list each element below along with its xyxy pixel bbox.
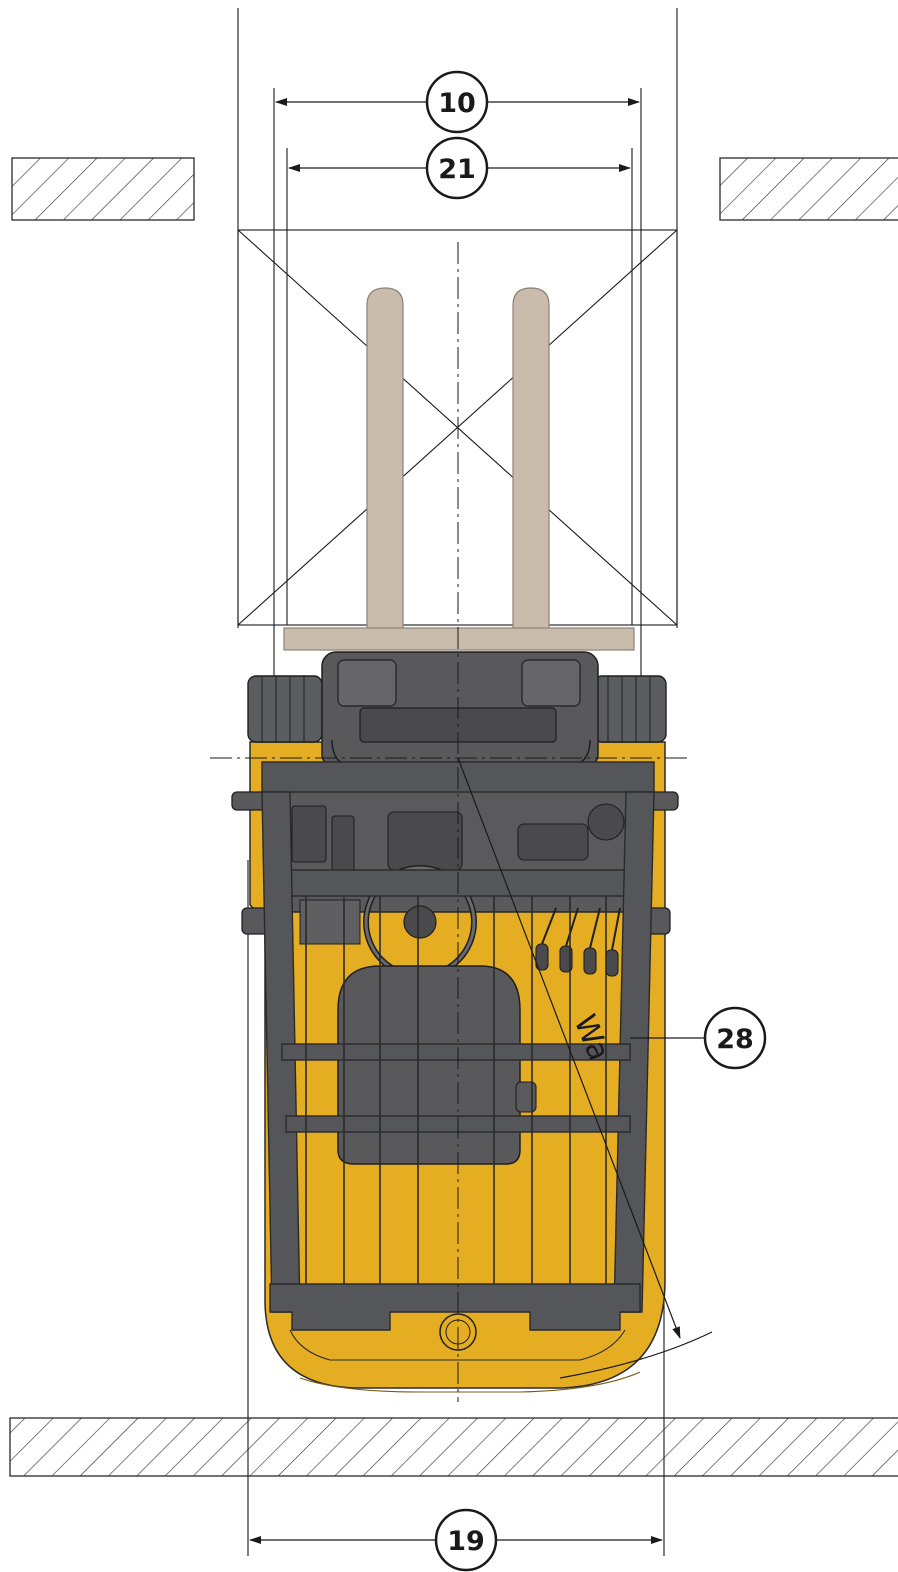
callout-28-text: 28 [716,1024,754,1055]
rack-left-top [11,157,195,221]
fork-right [512,287,550,631]
operator-seat [337,965,537,1165]
turning-radius-line [457,757,713,1379]
centerlines [210,242,690,1402]
front-wheel-left [247,675,323,743]
steering-wheel [363,865,477,979]
aisle-wall-bottom [9,1417,898,1477]
dimension-19: 19 [249,1508,663,1572]
dimension-21: 21 [288,136,631,200]
rack-right-top [719,157,898,221]
extension-lines [237,8,678,1556]
callout-21-text: 21 [438,154,476,185]
fork-carriage [283,627,635,651]
callout-28: 28 [630,1006,767,1070]
callout-10-text: 10 [438,88,476,119]
dimension-10: 10 [275,70,640,134]
front-wheel-right [593,675,667,743]
hydraulic-levers [535,907,621,977]
fork-left [366,287,404,631]
mast-assembly [321,651,599,769]
overhead-guard [261,761,655,1331]
callout-19-text: 19 [447,1526,485,1557]
guard-slats [305,896,607,1284]
